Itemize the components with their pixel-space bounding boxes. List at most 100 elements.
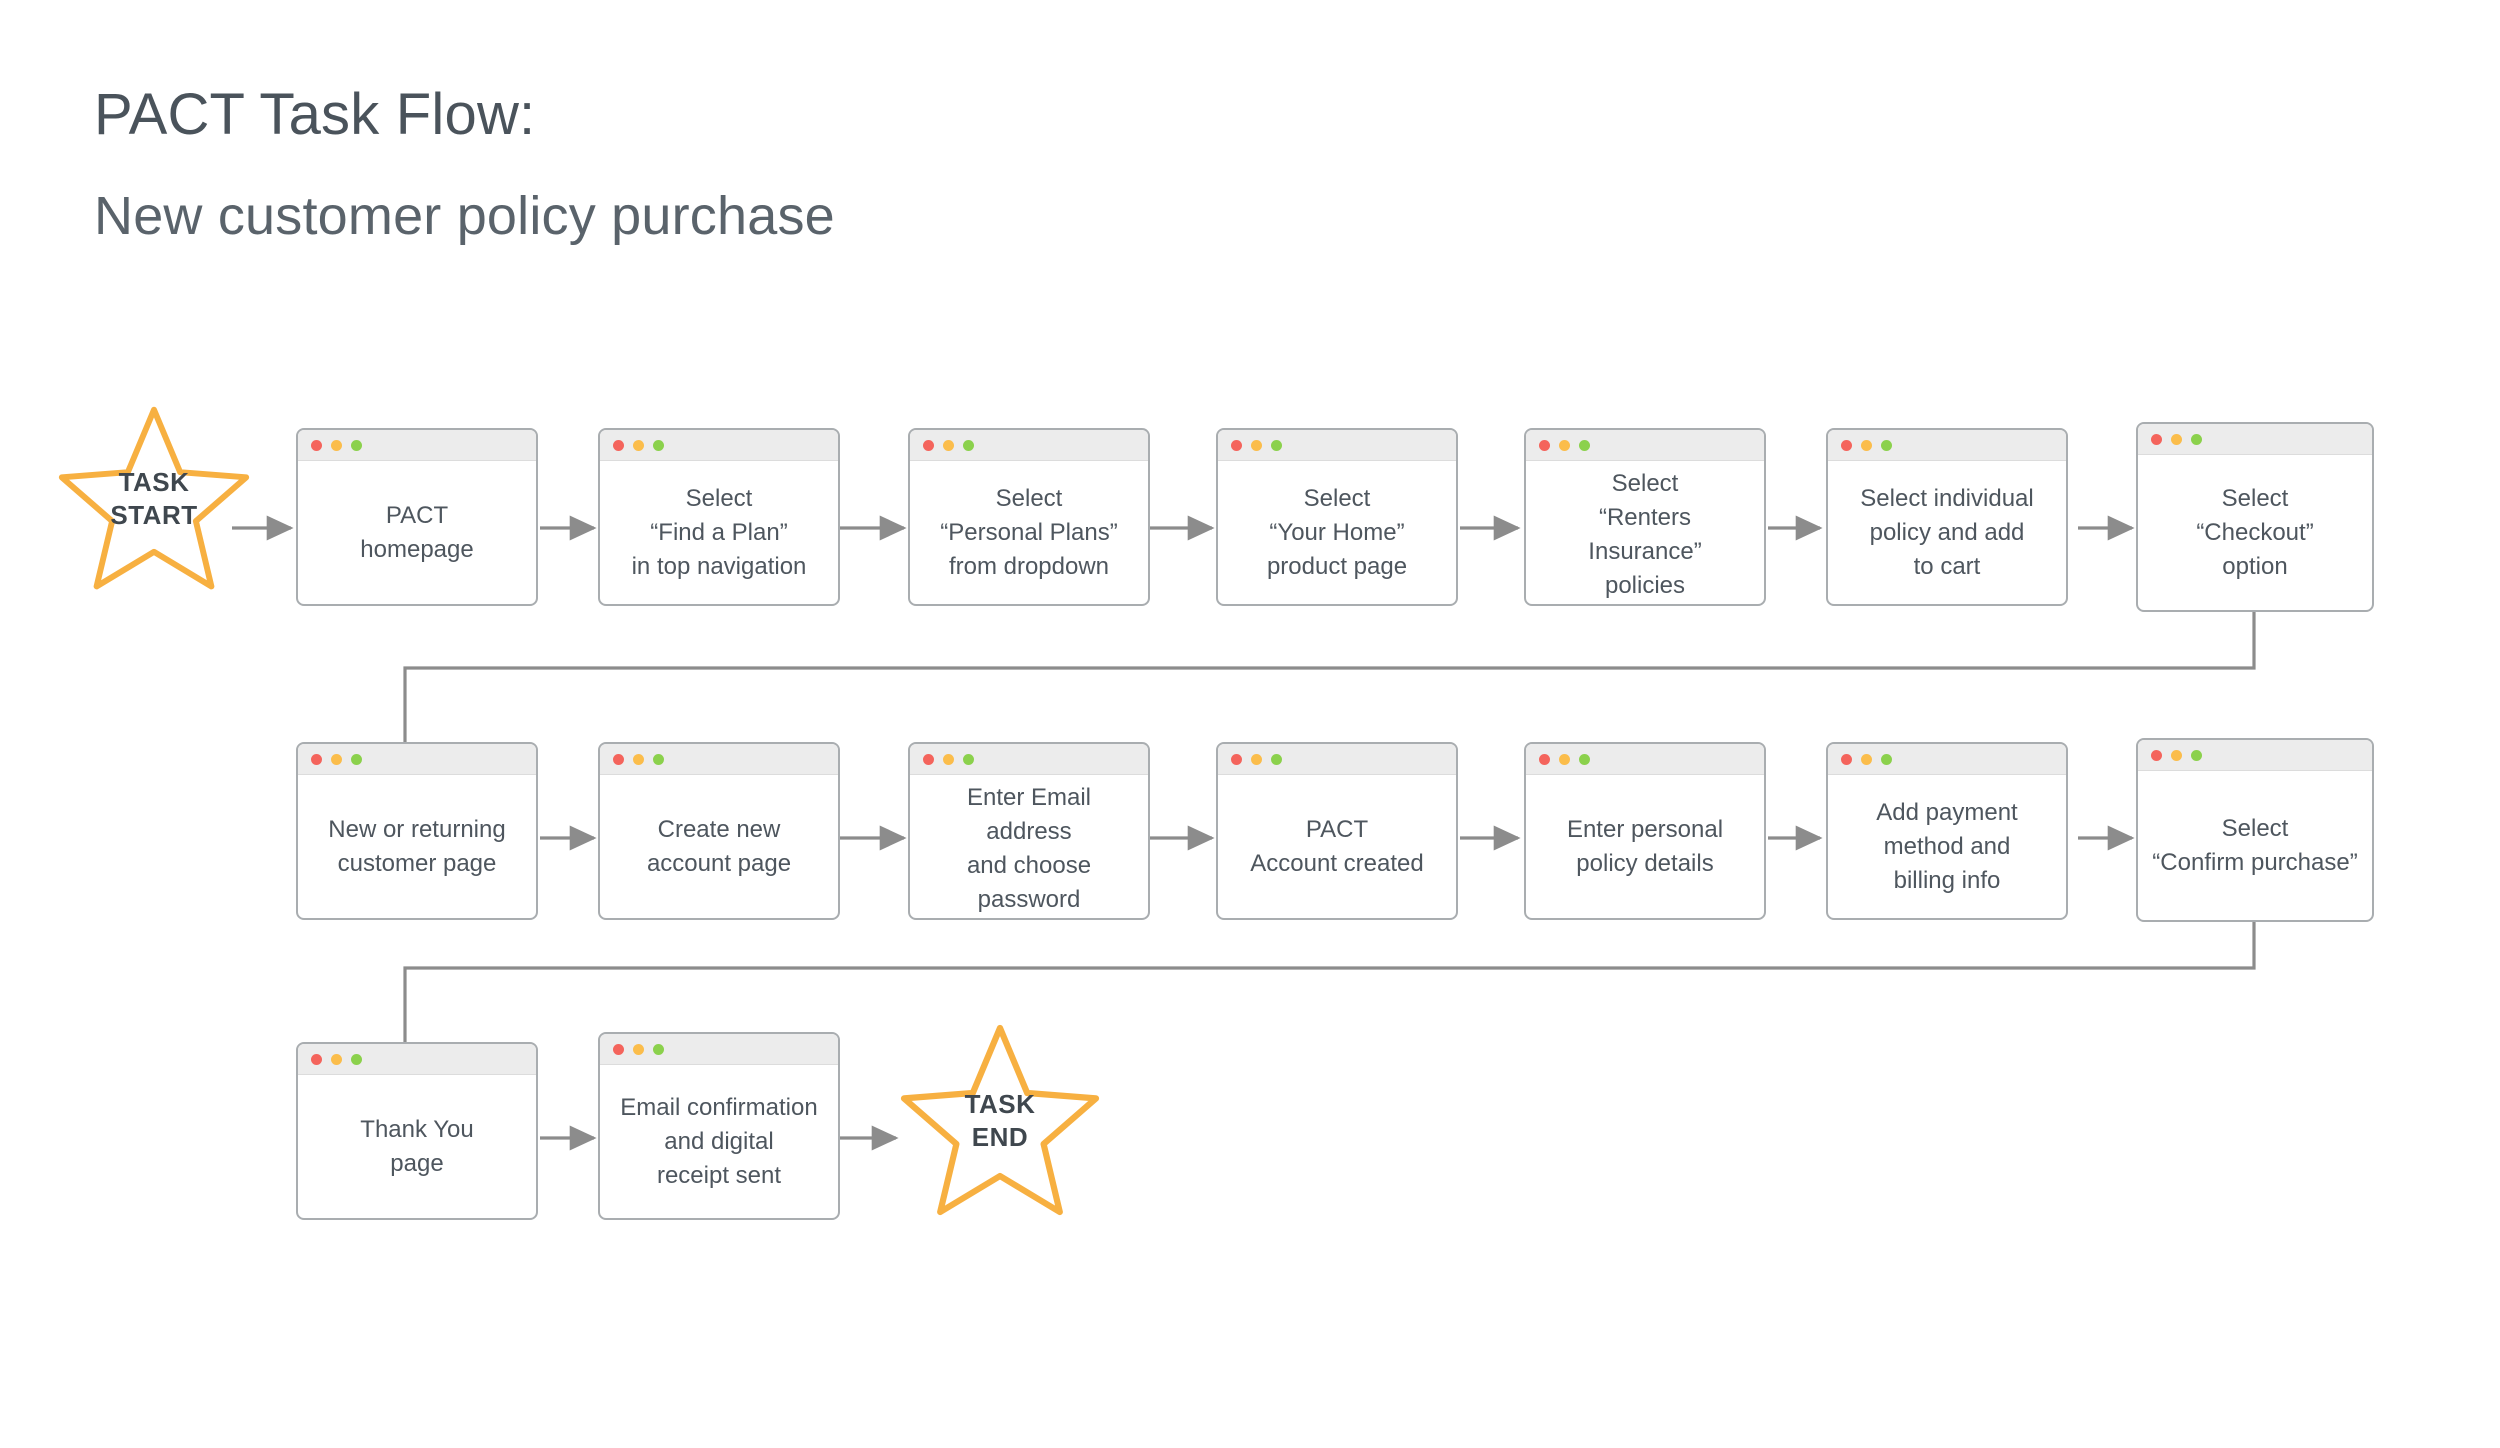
connector-row2-to-row3	[403, 922, 2256, 1042]
window-title-bar	[1218, 744, 1456, 775]
flow-card-step-14[interactable]: Select “Confirm purchase”	[2136, 738, 2374, 922]
window-close-dot-icon	[1841, 439, 1852, 451]
window-body: Enter Email address and choose password	[910, 775, 1148, 918]
window-minimize-dot-icon	[331, 753, 342, 765]
flow-card-label: Enter Email address and choose password	[966, 784, 1092, 913]
flow-card-step-5[interactable]: Select “Renters Insurance” policies	[1524, 428, 1766, 606]
window-body: PACT Account created	[1218, 775, 1456, 918]
page-subtitle: New customer policy purchase	[94, 186, 835, 246]
window-title-bar	[298, 1044, 536, 1075]
window-maximize-dot-icon	[653, 753, 664, 765]
flow-card-step-16[interactable]: Email confirmation and digital receipt s…	[598, 1032, 840, 1220]
window-close-dot-icon	[311, 439, 322, 451]
window-maximize-dot-icon	[653, 439, 664, 451]
flow-card-label: Select “Your Home” product page	[1266, 484, 1408, 580]
flow-card-step-8[interactable]: New or returning customer page	[296, 742, 538, 920]
window-minimize-dot-icon	[633, 753, 644, 765]
flow-card-step-3[interactable]: Select “Personal Plans” from dropdown	[908, 428, 1150, 606]
window-body: Thank You page	[298, 1075, 536, 1218]
window-close-dot-icon	[923, 753, 934, 765]
flow-card-step-10[interactable]: Enter Email address and choose password	[908, 742, 1150, 920]
window-title-bar	[1526, 430, 1764, 461]
window-body: Select “Renters Insurance” policies	[1526, 461, 1764, 604]
window-minimize-dot-icon	[331, 1053, 342, 1065]
flow-card-step-12[interactable]: Enter personal policy details	[1524, 742, 1766, 920]
window-body: Add payment method and billing info	[1828, 775, 2066, 918]
window-minimize-dot-icon	[1861, 439, 1872, 451]
window-maximize-dot-icon	[1579, 753, 1590, 765]
window-minimize-dot-icon	[943, 753, 954, 765]
flow-card-label: Select individual policy and add to cart	[1860, 484, 2034, 580]
flow-card-step-2[interactable]: Select “Find a Plan” in top navigation	[598, 428, 840, 606]
star-icon	[900, 1024, 1100, 1216]
window-minimize-dot-icon	[1559, 439, 1570, 451]
window-close-dot-icon	[613, 439, 624, 451]
window-title-bar	[910, 430, 1148, 461]
connector-row1-to-row2	[403, 612, 2256, 742]
window-title-bar	[298, 744, 536, 775]
window-body: PACT homepage	[298, 461, 536, 604]
flow-card-label: PACT homepage	[360, 501, 474, 563]
window-close-dot-icon	[1841, 753, 1852, 765]
window-minimize-dot-icon	[633, 439, 644, 451]
flow-card-step-11[interactable]: PACT Account created	[1216, 742, 1458, 920]
flow-card-label: Enter personal policy details	[1566, 815, 1724, 877]
task-end-label: TASK END	[964, 1089, 1036, 1152]
window-close-dot-icon	[311, 1053, 322, 1065]
window-close-dot-icon	[2151, 433, 2162, 445]
flow-card-step-13[interactable]: Add payment method and billing info	[1826, 742, 2068, 920]
window-title-bar	[1218, 430, 1456, 461]
window-close-dot-icon	[1539, 753, 1550, 765]
window-title-bar	[600, 430, 838, 461]
flow-card-step-1[interactable]: PACT homepage	[296, 428, 538, 606]
flow-card-label: Select “Confirm purchase”	[2152, 814, 2358, 876]
window-maximize-dot-icon	[351, 1053, 362, 1065]
window-close-dot-icon	[1231, 753, 1242, 765]
window-close-dot-icon	[1231, 439, 1242, 451]
window-body: Select “Checkout” option	[2138, 455, 2372, 610]
window-minimize-dot-icon	[1861, 753, 1872, 765]
window-minimize-dot-icon	[943, 439, 954, 451]
flow-card-step-7[interactable]: Select “Checkout” option	[2136, 422, 2374, 612]
window-title-bar	[298, 430, 536, 461]
task-end-star: TASK END	[900, 1022, 1100, 1222]
flow-card-label: Thank You page	[360, 1115, 474, 1177]
window-minimize-dot-icon	[633, 1043, 644, 1055]
window-maximize-dot-icon	[963, 753, 974, 765]
star-icon	[58, 406, 250, 590]
window-minimize-dot-icon	[1251, 439, 1262, 451]
task-start-star: TASK START	[58, 404, 250, 596]
window-minimize-dot-icon	[1251, 753, 1262, 765]
window-maximize-dot-icon	[1271, 439, 1282, 451]
window-minimize-dot-icon	[2171, 749, 2182, 761]
header-block: PACT Task Flow: New customer policy purc…	[94, 78, 835, 252]
flow-card-label: Create new account page	[646, 815, 792, 877]
flow-card-label: New or returning customer page	[328, 815, 506, 877]
flow-card-label: Add payment method and billing info	[1876, 798, 2018, 894]
window-body: Email confirmation and digital receipt s…	[600, 1065, 838, 1218]
window-body: Create new account page	[600, 775, 838, 918]
flow-card-label: Select “Renters Insurance” policies	[1588, 470, 1702, 599]
flow-card-step-6[interactable]: Select individual policy and add to cart	[1826, 428, 2068, 606]
window-body: Enter personal policy details	[1526, 775, 1764, 918]
window-maximize-dot-icon	[1271, 753, 1282, 765]
window-body: New or returning customer page	[298, 775, 536, 918]
window-minimize-dot-icon	[2171, 433, 2182, 445]
window-body: Select individual policy and add to cart	[1828, 461, 2066, 604]
window-close-dot-icon	[311, 753, 322, 765]
flow-card-label: Select “Personal Plans” from dropdown	[940, 484, 1118, 580]
window-maximize-dot-icon	[963, 439, 974, 451]
flow-card-step-15[interactable]: Thank You page	[296, 1042, 538, 1220]
window-close-dot-icon	[2151, 749, 2162, 761]
flow-card-step-9[interactable]: Create new account page	[598, 742, 840, 920]
task-start-label: TASK START	[110, 467, 198, 530]
window-maximize-dot-icon	[1881, 753, 1892, 765]
window-maximize-dot-icon	[351, 753, 362, 765]
flow-card-step-4[interactable]: Select “Your Home” product page	[1216, 428, 1458, 606]
window-maximize-dot-icon	[2191, 433, 2202, 445]
window-title-bar	[2138, 740, 2372, 771]
window-title-bar	[600, 744, 838, 775]
window-close-dot-icon	[1539, 439, 1550, 451]
flow-card-label: Select “Find a Plan” in top navigation	[631, 484, 807, 580]
